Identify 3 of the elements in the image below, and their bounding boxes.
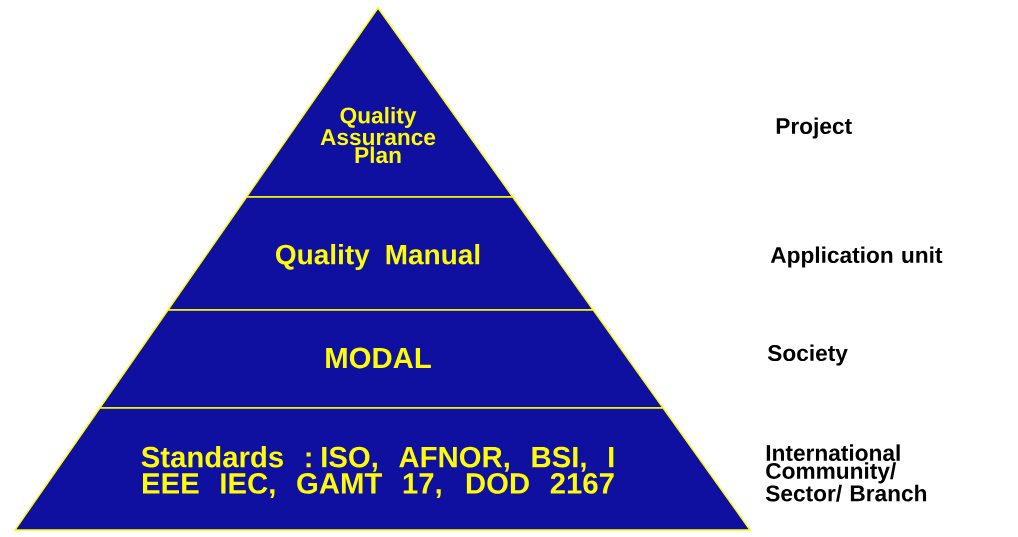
level-label: Society (767, 344, 848, 366)
level-label: Application unit (770, 246, 943, 268)
level-label: Project (776, 117, 852, 139)
